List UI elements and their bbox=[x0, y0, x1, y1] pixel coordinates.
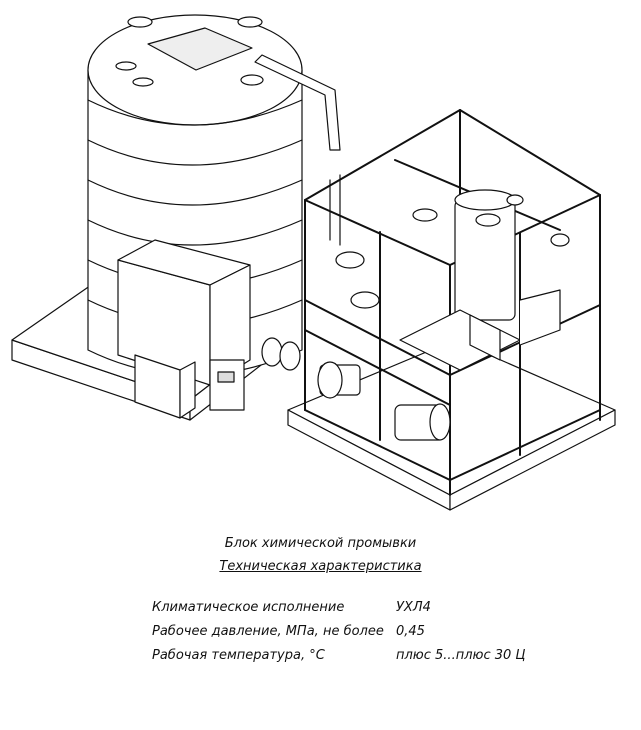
spec-label: Рабочая температура, °C bbox=[152, 648, 325, 663]
skid-base-platform bbox=[287, 339, 616, 511]
control-cabinet bbox=[117, 239, 251, 386]
spec-row: Рабочее давление, МПа, не более 0,45 bbox=[152, 624, 622, 644]
spec-row: Рабочая температура, °C плюс 5...плюс 30… bbox=[152, 648, 622, 668]
caption-title: Блок химической промывки bbox=[224, 536, 417, 551]
tank-outlet-valve bbox=[261, 337, 301, 371]
frequency-drive bbox=[209, 359, 245, 411]
spec-value: 0,45 bbox=[396, 624, 425, 639]
small-cabinet bbox=[134, 354, 196, 419]
caption-subtitle: Техническая характеристика bbox=[219, 559, 422, 574]
top-nozzle bbox=[115, 61, 137, 71]
pumps-and-piping bbox=[317, 174, 570, 441]
top-nozzle bbox=[132, 77, 154, 87]
spec-value: плюс 5...плюс 30 Ц bbox=[396, 648, 526, 663]
spec-row: Климатическое исполнение УХЛ4 bbox=[152, 600, 622, 620]
isometric-drawing bbox=[11, 14, 616, 511]
spec-label: Рабочее давление, МПа, не более bbox=[152, 624, 384, 639]
top-pipe bbox=[254, 54, 341, 151]
manhole-hatch bbox=[147, 27, 253, 71]
top-nozzle bbox=[240, 74, 264, 86]
spec-value: УХЛ4 bbox=[396, 600, 431, 615]
spec-label: Климатическое исполнение bbox=[152, 600, 345, 615]
top-nozzle bbox=[237, 16, 263, 28]
top-nozzle bbox=[127, 16, 153, 28]
